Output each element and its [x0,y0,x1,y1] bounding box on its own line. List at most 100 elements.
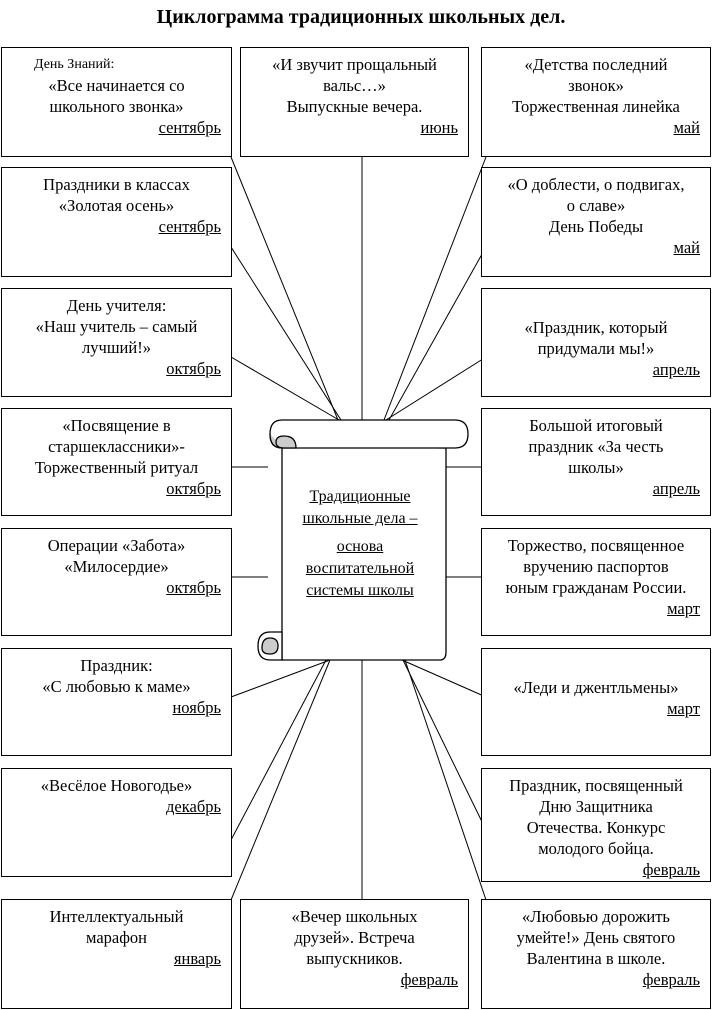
event-text: Дню Защитника [539,797,653,816]
center-line: воспитательной [305,560,415,577]
event-text: «С любовью к маме» [42,677,191,696]
event-text: Операции «Забота» [47,536,186,555]
event-text: праздник «За честь [528,437,664,456]
event-month: декабрь [166,797,221,816]
center-line: системы школы [306,582,414,599]
connector [383,156,487,421]
event-text: друзей». Встреча [294,928,415,947]
event-heading: День Знаний: [34,57,115,72]
event-text: «Милосердие» [64,557,169,576]
event-month: сентябрь [158,217,221,236]
event-text: молодого бойца. [538,839,654,858]
scroll-shape [257,419,469,661]
event-text: Праздники в классах [43,175,190,194]
event-month: февраль [400,970,458,989]
event-text: Валентина в школе. [526,949,666,968]
event-text: Интеллектуальный [49,907,184,926]
event-text: «Золотая осень» [58,196,175,215]
event-text: Праздник: [80,656,153,675]
event-text: «Вечер школьных [291,907,418,926]
event-text: юным гражданам России. [505,578,687,597]
event-text: «Любовью дорожить [522,907,670,926]
event-text: звонок» [568,76,624,95]
event-month: июнь [420,118,458,137]
event-text: «Леди и джентльмены» [513,678,679,697]
connector [402,659,487,831]
event-box-r2: «О доблести, о подвигах, о славе» День Поб… [481,167,711,277]
event-month: апрель [652,479,700,498]
event-text: «И звучит прощальный [272,55,437,74]
event-text: Торжество, посвященное [507,536,685,555]
connector [230,659,327,841]
event-text: Праздник, посвященный [509,776,683,795]
event-box-l4: «Посвящение в старшеклассники»- Торжествен… [1,408,232,516]
event-text: «Наш учитель – самый [35,317,198,336]
connector [388,246,487,421]
event-box-l2: Праздники в классах «Золотая осень» сентяб… [1,167,232,277]
event-text: День Победы [548,217,644,236]
center-line: школьные дела – [302,510,418,527]
event-month: февраль [642,970,700,989]
event-box-l7: «Весёлое Новогодье» декабрь [1,768,232,877]
event-text: Торжественный ритуал [34,458,199,477]
event-month: октябрь [166,578,221,597]
event-text: Выпускные вечера. [286,97,423,116]
event-text: «Посвящение в [62,416,171,435]
connector [230,659,331,901]
event-month: январь [173,949,221,968]
event-box-r6: «Леди и джентльмены» март [481,648,711,756]
central-theme: Традиционные школьные дела – основа восп… [275,486,445,602]
event-text: «О доблести, о подвигах, [507,175,685,194]
connector [230,246,342,421]
event-text: умейте!» День святого [516,928,676,947]
event-text: «Весёлое Новогодье» [40,776,193,795]
event-text: «Все начинается со [48,76,185,95]
event-box-l5: Операции «Забота» «Милосердие» октябрь [1,528,232,636]
event-box-l1: День Знаний: «Все начинается со школьного … [1,47,232,157]
event-month: май [673,118,700,137]
center-line: основа [336,538,384,555]
event-box-l8: Интеллектуальный марафон январь [1,899,232,1009]
connector [385,356,487,421]
event-text: Большой итоговый [529,416,663,435]
event-text: «Праздник, который [524,318,668,337]
event-month: сентябрь [158,118,221,137]
connector [401,659,487,698]
event-text: придумали мы!» [537,339,655,358]
event-box-l6: Праздник: «С любовью к маме» ноябрь [1,648,232,756]
diagram-title: Циклограмма традиционных школьных дел. [156,6,566,28]
event-month: апрель [652,360,700,379]
connector [230,659,331,698]
event-text: лучший!» [82,338,151,357]
event-text: марафон [86,928,147,947]
event-month: октябрь [166,479,221,498]
event-month: февраль [642,860,700,879]
connector [404,659,487,901]
event-text: о славе» [566,196,626,215]
event-text: Отечества. Конкурс [526,818,666,837]
event-text: «Детства последний [524,55,668,74]
event-month: октябрь [166,359,221,378]
connector [230,356,340,421]
event-box-r1: «Детства последний звонок» Торжественная л… [481,47,711,157]
event-month: май [673,238,700,257]
event-month: ноябрь [172,698,221,717]
event-text: старшеклассники»- [48,437,185,456]
event-box-mb: «Вечер школьных друзей». Встреча выпускник… [240,899,469,1009]
center-line: Традиционные [309,488,411,505]
event-box-r3: «Праздник, который придумали мы!» апрель [481,288,711,397]
event-text: выпускников. [306,949,403,968]
event-box-r4: Большой итоговый праздник «За честь школы»… [481,408,711,516]
event-text: школьного звонка» [49,97,184,116]
event-month: март [667,599,700,618]
event-text: школы» [568,458,624,477]
event-month: март [667,699,700,718]
event-text: Торжественная линейка [512,97,680,116]
